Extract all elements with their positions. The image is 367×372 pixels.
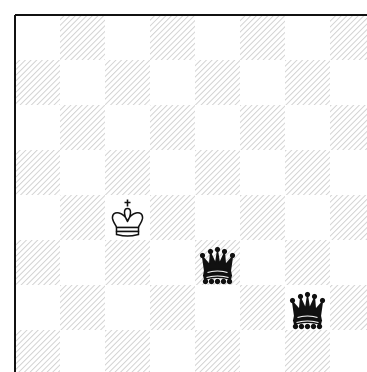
- light-square[interactable]: [60, 330, 105, 372]
- dark-square[interactable]: [195, 60, 240, 105]
- light-square[interactable]: [330, 330, 367, 372]
- light-square[interactable]: [240, 150, 285, 195]
- light-square[interactable]: [285, 105, 330, 150]
- dark-square[interactable]: [15, 60, 60, 105]
- dark-square[interactable]: [150, 285, 195, 330]
- dark-square[interactable]: [285, 60, 330, 105]
- dark-square[interactable]: [240, 15, 285, 60]
- dark-square[interactable]: [105, 330, 150, 372]
- dark-square[interactable]: [150, 105, 195, 150]
- light-square[interactable]: [195, 15, 240, 60]
- dark-square[interactable]: [105, 150, 150, 195]
- light-square[interactable]: [105, 285, 150, 330]
- dark-square[interactable]: [195, 330, 240, 372]
- dark-square[interactable]: [240, 195, 285, 240]
- dark-square[interactable]: [60, 195, 105, 240]
- dark-square[interactable]: [330, 285, 367, 330]
- dark-square[interactable]: [150, 195, 195, 240]
- dark-square[interactable]: [60, 105, 105, 150]
- dark-square[interactable]: [15, 150, 60, 195]
- light-square[interactable]: [105, 105, 150, 150]
- dark-square[interactable]: [330, 105, 367, 150]
- light-square[interactable]: [105, 15, 150, 60]
- dark-square[interactable]: [15, 240, 60, 285]
- light-square[interactable]: [60, 60, 105, 105]
- light-square[interactable]: [195, 195, 240, 240]
- light-square[interactable]: [150, 330, 195, 372]
- light-square[interactable]: [285, 195, 330, 240]
- light-square[interactable]: [150, 150, 195, 195]
- dark-square[interactable]: [105, 240, 150, 285]
- light-square[interactable]: [150, 60, 195, 105]
- light-square[interactable]: [15, 105, 60, 150]
- dark-square[interactable]: [285, 240, 330, 285]
- dark-square[interactable]: [285, 330, 330, 372]
- dark-square[interactable]: [285, 150, 330, 195]
- dark-square[interactable]: [330, 195, 367, 240]
- light-square[interactable]: [240, 330, 285, 372]
- light-square[interactable]: [15, 195, 60, 240]
- light-square[interactable]: [15, 15, 60, 60]
- light-square[interactable]: [195, 105, 240, 150]
- light-square[interactable]: [60, 240, 105, 285]
- dark-square[interactable]: [195, 150, 240, 195]
- dark-square[interactable]: [240, 285, 285, 330]
- light-square[interactable]: [330, 150, 367, 195]
- light-square[interactable]: [15, 285, 60, 330]
- dark-square[interactable]: [60, 15, 105, 60]
- dark-square[interactable]: [15, 330, 60, 372]
- dark-square[interactable]: [150, 15, 195, 60]
- light-square[interactable]: [195, 285, 240, 330]
- dark-square[interactable]: [105, 60, 150, 105]
- dark-square[interactable]: [330, 15, 367, 60]
- light-square[interactable]: [60, 150, 105, 195]
- light-square[interactable]: [240, 60, 285, 105]
- light-square[interactable]: [240, 240, 285, 285]
- light-square[interactable]: [330, 240, 367, 285]
- light-square[interactable]: [150, 240, 195, 285]
- light-square[interactable]: [285, 15, 330, 60]
- dark-square[interactable]: [240, 105, 285, 150]
- light-square[interactable]: [330, 60, 367, 105]
- dark-square[interactable]: [60, 285, 105, 330]
